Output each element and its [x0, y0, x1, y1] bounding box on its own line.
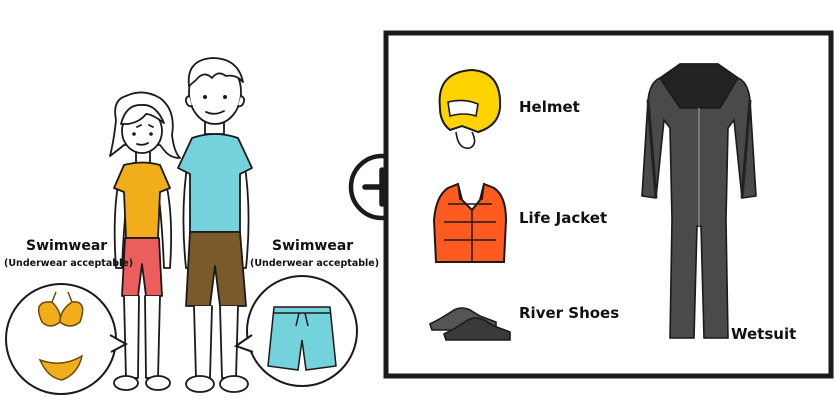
helmet-label: Helmet [519, 98, 580, 116]
girl-swimwear-note: (Underwear acceptable) [4, 258, 134, 269]
river-shoes-icon [429, 307, 511, 341]
boy-swimwear-bubble [233, 275, 358, 387]
river-shoes-label: River Shoes [519, 304, 620, 322]
swim-shorts-icon [267, 306, 337, 371]
boy-figure [177, 57, 253, 393]
boy-swimwear-note: (Underwear acceptable) [250, 258, 380, 269]
life-jacket-icon [432, 182, 508, 263]
wetsuit-label: Wetsuit [731, 325, 797, 343]
bikini-icon [37, 291, 84, 381]
girl-figure [109, 91, 181, 391]
life-jacket-label: Life Jacket [519, 209, 608, 227]
boy-swimwear-label: Swimwear [272, 238, 354, 254]
wetsuit-icon [641, 63, 757, 339]
girl-swimwear-bubble [5, 283, 129, 395]
girl-swimwear-label: Swimwear [26, 238, 108, 254]
helmet-icon [438, 68, 502, 149]
